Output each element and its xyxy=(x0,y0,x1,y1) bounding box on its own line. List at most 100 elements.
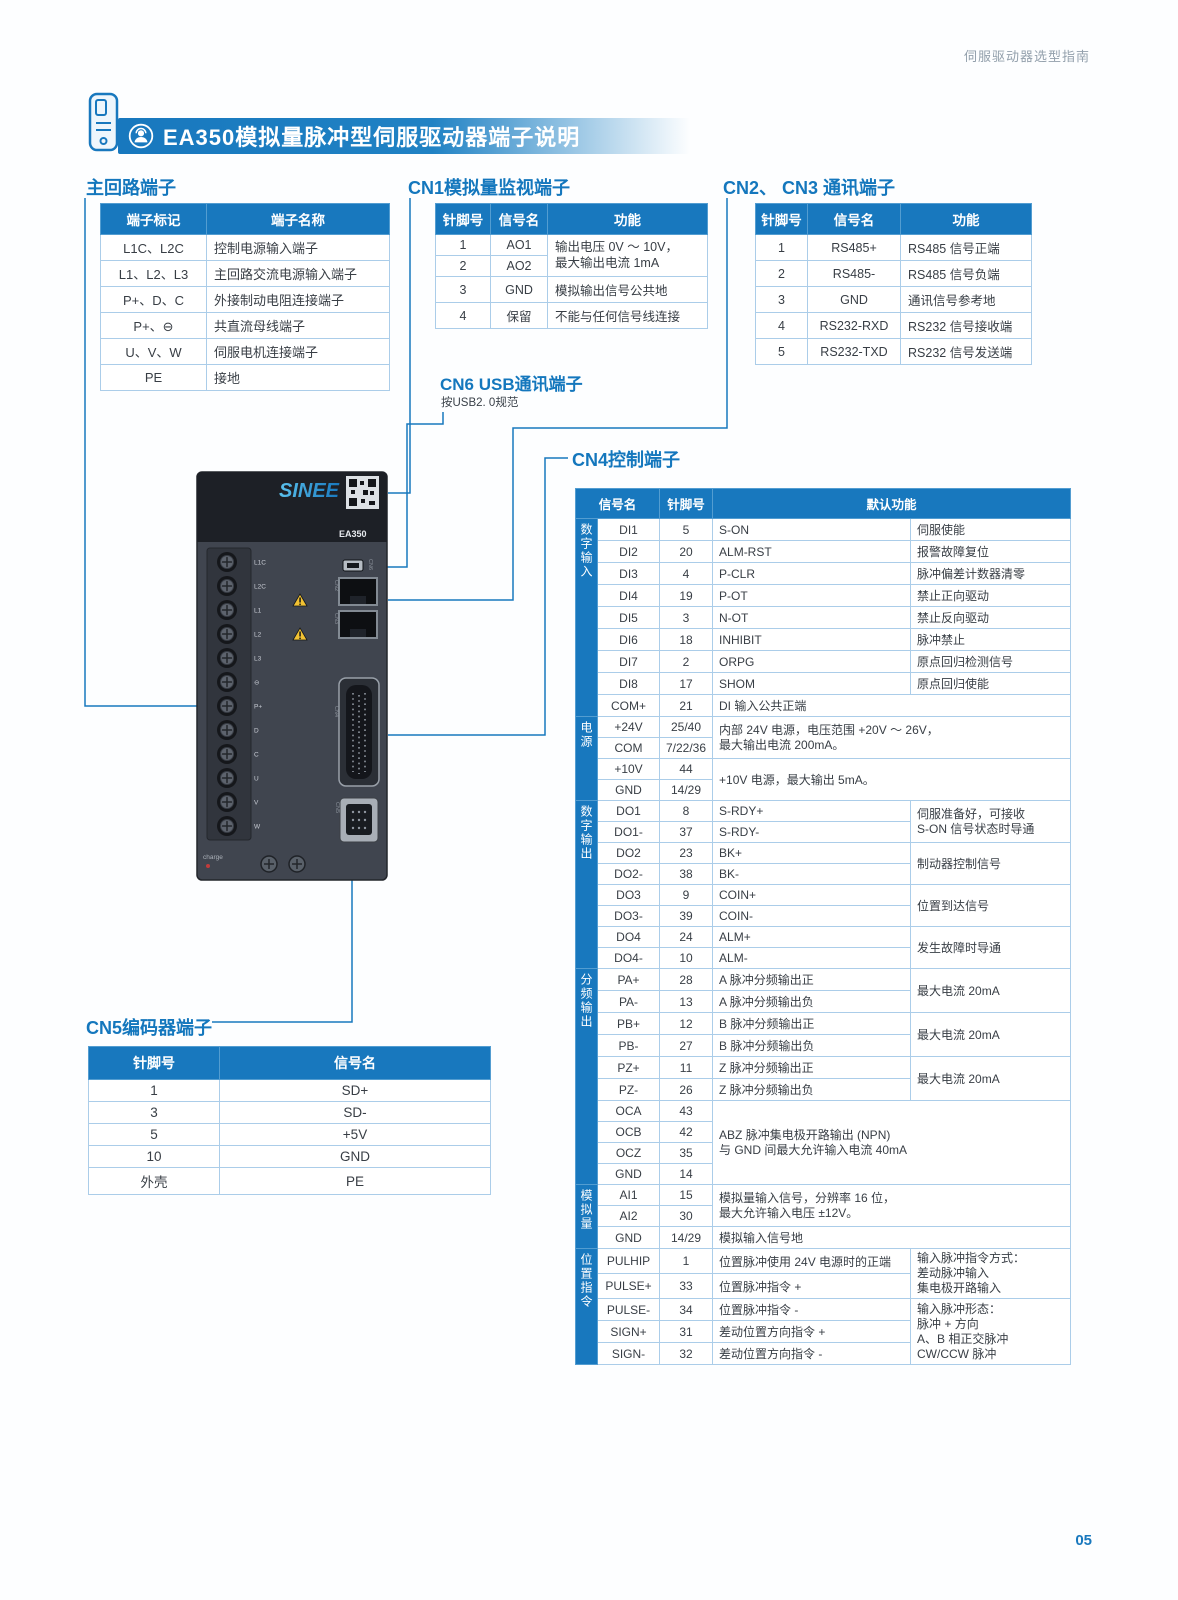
cell: B 脉冲分频输出负 xyxy=(712,1034,912,1057)
cell: +10V xyxy=(596,758,661,780)
svg-text:⊖: ⊖ xyxy=(254,680,259,687)
cell: 接地 xyxy=(206,364,390,391)
col-header: 针脚号 xyxy=(755,203,808,235)
cell: 最大电流 20mA xyxy=(910,1012,1072,1057)
cell: S-RDY- xyxy=(712,821,912,843)
warning-icon xyxy=(292,627,308,641)
page-title: EA350模拟量脉冲型伺服驱动器端子说明 xyxy=(163,125,581,150)
cell: DO1 xyxy=(596,800,661,822)
col-header: 端子标记 xyxy=(100,203,207,235)
section-cn5: CN5编码器端子 xyxy=(86,1018,213,1038)
cell: ALM-RST xyxy=(712,540,912,563)
dsub-connector xyxy=(338,677,380,787)
cell: GND xyxy=(596,1226,661,1249)
cell: COIN+ xyxy=(712,884,912,906)
cell: 1 xyxy=(659,1248,714,1274)
cell: A 脉冲分频输出正 xyxy=(712,968,912,991)
cell: 26 xyxy=(659,1078,714,1101)
cell: 15 xyxy=(659,1184,714,1206)
svg-text:U: U xyxy=(254,776,259,783)
cell: 42 xyxy=(659,1121,714,1143)
mounting-screw xyxy=(260,855,278,873)
cell: S-RDY+ xyxy=(712,800,912,822)
cell: 32 xyxy=(659,1342,714,1365)
cell: S-ON xyxy=(712,518,912,541)
cell: ORPG xyxy=(712,650,912,673)
title-bar: EA350模拟量脉冲型伺服驱动器端子说明 xyxy=(118,118,690,154)
cell: 输出电压 0V ～ 10V， 最大输出电流 1mA xyxy=(547,234,708,277)
cell: 14/29 xyxy=(659,779,714,801)
cell: COIN- xyxy=(712,905,912,927)
cell: RS485+ xyxy=(807,234,901,261)
cell: 35 xyxy=(659,1142,714,1164)
port-label: CN5 xyxy=(334,802,340,813)
cell: N-OT xyxy=(712,606,912,629)
cell: P+、D、C xyxy=(100,286,207,313)
col-header: 针脚号 xyxy=(435,203,491,235)
cell: 8 xyxy=(659,800,714,822)
cell: 位置到达信号 xyxy=(910,884,1072,927)
cell: 共直流母线端子 xyxy=(206,312,390,339)
cell: PULSE+ xyxy=(596,1273,661,1299)
cell: DO3- xyxy=(596,905,661,927)
cell: 28 xyxy=(659,968,714,991)
cell: 3 xyxy=(755,286,808,313)
cell: COM+ xyxy=(596,694,661,717)
svg-text:L3: L3 xyxy=(254,656,262,663)
cell: 原点回归使能 xyxy=(910,672,1072,695)
cell: 2 xyxy=(755,260,808,287)
header-row: 针脚号 信号名 功能 xyxy=(435,203,708,235)
cell: 禁止反向驱动 xyxy=(910,606,1072,629)
header-row: 针脚号 信号名 xyxy=(88,1046,491,1080)
cell: Z 脉冲分频输出正 xyxy=(712,1056,912,1079)
cell: 10 xyxy=(659,947,714,969)
cell: BK- xyxy=(712,863,912,885)
cell: 17 xyxy=(659,672,714,695)
cell: SD+ xyxy=(219,1079,491,1102)
cell: 34 xyxy=(659,1298,714,1321)
svg-text:L2: L2 xyxy=(254,632,262,639)
port-label: CN2 xyxy=(333,580,339,591)
cell: DI3 xyxy=(596,562,661,585)
cell: RS232 信号发送端 xyxy=(900,338,1032,365)
cell: 44 xyxy=(659,758,714,780)
cell: DI4 xyxy=(596,584,661,607)
encoder-connector xyxy=(339,797,379,843)
cell: 33 xyxy=(659,1273,714,1299)
cell: DO4 xyxy=(596,926,661,948)
cn6-note: 按USB2. 0规范 xyxy=(441,397,519,409)
cell: 3 xyxy=(88,1101,220,1124)
cell: DO4- xyxy=(596,947,661,969)
cell: 21 xyxy=(659,694,714,717)
cell: PB- xyxy=(596,1034,661,1057)
cell: DI7 xyxy=(596,650,661,673)
cell: 5 xyxy=(88,1123,220,1146)
cell: DO3 xyxy=(596,884,661,906)
cell: 4 xyxy=(659,562,714,585)
cell: INHIBIT xyxy=(712,628,912,651)
warning-icon xyxy=(292,593,308,607)
servo-drive-image: SINEE EA350 L1C L2C L xyxy=(196,471,388,881)
